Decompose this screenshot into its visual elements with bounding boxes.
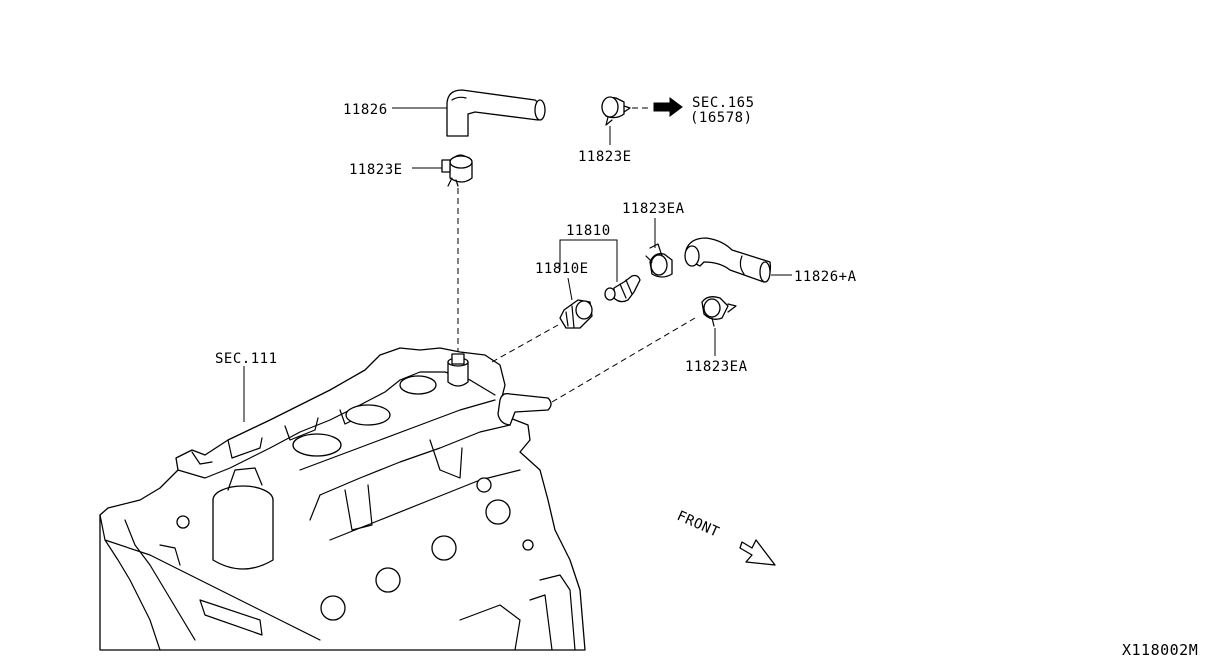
label-hose-upper: 11826 xyxy=(343,102,388,118)
label-clamp-ea-upper: 11823EA xyxy=(622,201,685,217)
hose-11826 xyxy=(446,89,546,137)
label-clamp-ea-lower: 11823EA xyxy=(685,359,748,375)
front-arrow-icon xyxy=(739,539,776,566)
label-front: FRONT xyxy=(674,508,721,541)
grommet-11810e xyxy=(559,299,593,329)
label-hose-a: 11826+A xyxy=(794,269,857,285)
label-clamp-upper-right: 11823E xyxy=(578,149,632,165)
label-section-ref-line2: (16578) xyxy=(690,110,753,126)
clamp-11823ea-upper xyxy=(645,243,673,278)
label-pcv-valve-assembly: 11810 xyxy=(566,223,611,239)
label-pcv-grommet: 11810E xyxy=(535,261,589,277)
engine-cylinder-head xyxy=(99,347,586,651)
label-clamp-upper-left: 11823E xyxy=(349,162,403,178)
label-section-ref-line1: SEC.165 xyxy=(692,95,755,111)
label-section-engine: SEC.111 xyxy=(215,351,278,367)
connection-lines xyxy=(457,107,696,403)
right-arrow-icon xyxy=(653,97,683,117)
clamp-11823e-left xyxy=(441,154,473,187)
pcv-valve-11810 xyxy=(604,274,641,303)
clamp-11823ea-lower xyxy=(701,296,737,327)
hose-11826-a xyxy=(684,237,772,283)
label-diagram-id: X118002M xyxy=(1122,641,1198,659)
leader-lines xyxy=(243,107,792,422)
clamp-11823e-right xyxy=(601,96,631,126)
